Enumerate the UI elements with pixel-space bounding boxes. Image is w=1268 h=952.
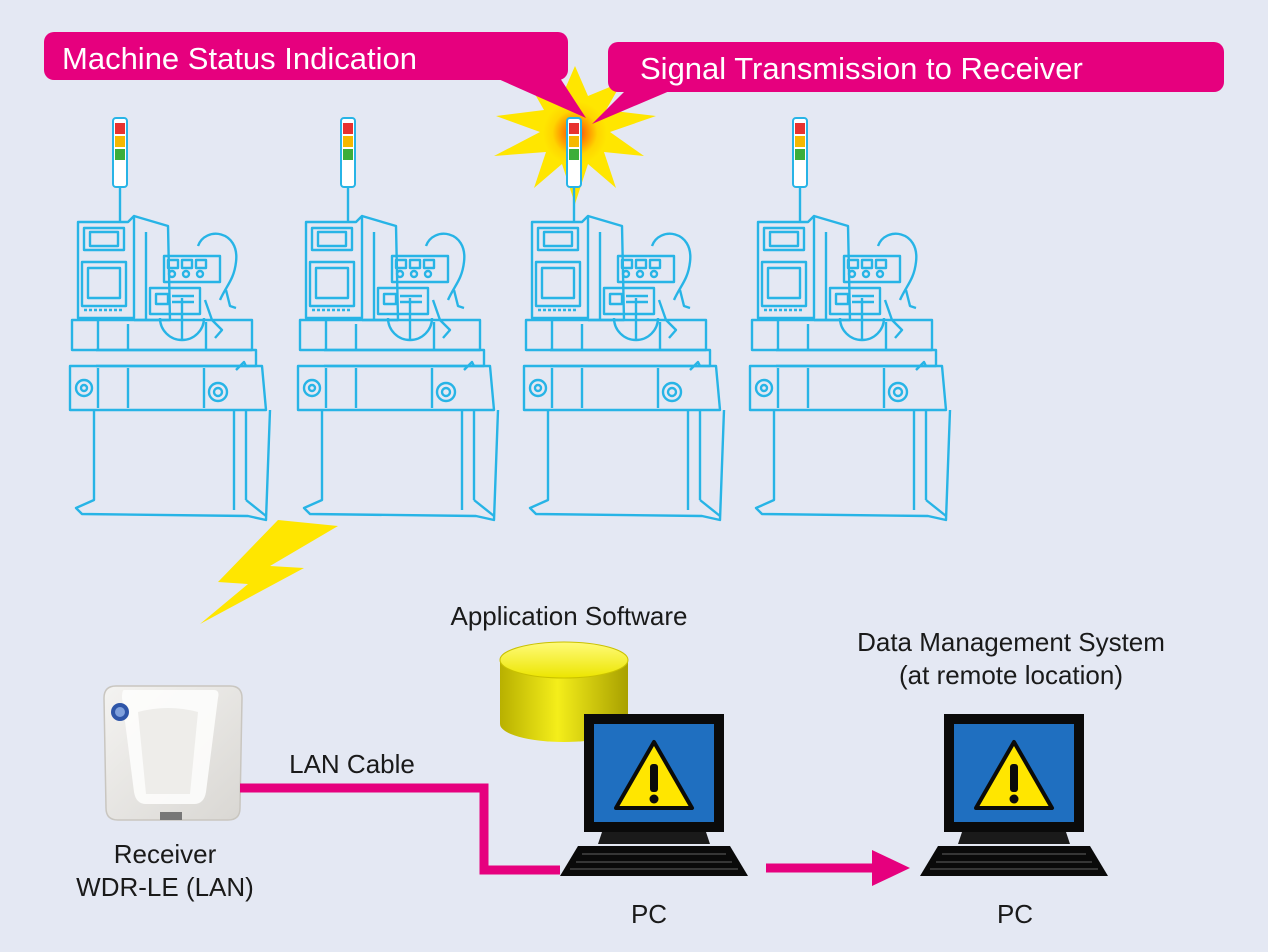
machine-4 [748, 116, 952, 522]
label-receiver: Receiver WDR-LE (LAN) [60, 838, 270, 903]
receiver-device [103, 685, 243, 821]
label-receiver-model: WDR-LE (LAN) [76, 871, 254, 902]
callout-machine-status: Machine Status Indication [44, 32, 568, 80]
label-pc-local: PC [630, 899, 668, 929]
pc-remote [918, 712, 1110, 878]
lan-cable-line [240, 783, 560, 875]
label-receiver-line1: Receiver [113, 839, 217, 869]
pc-local [558, 712, 750, 878]
callout-signal-transmission: Signal Transmission to Receiver [608, 42, 1224, 92]
label-data-management-line2: (at remote location) [899, 659, 1123, 690]
callout-status-tail [496, 78, 586, 118]
label-data-management-line1: Data Management System [857, 627, 1165, 657]
machine-2 [296, 116, 500, 522]
label-lan-cable: LAN Cable [289, 749, 415, 779]
callout-signal-tail [592, 86, 672, 124]
lightning-bolt-icon [200, 520, 338, 624]
label-application-software: Application Software [450, 601, 688, 631]
machine-1 [68, 116, 272, 522]
label-pc-remote: PC [996, 899, 1034, 929]
machine-3 [522, 116, 726, 522]
transfer-arrow [766, 850, 910, 886]
label-data-management-system: Data Management System (at remote locati… [836, 626, 1186, 691]
